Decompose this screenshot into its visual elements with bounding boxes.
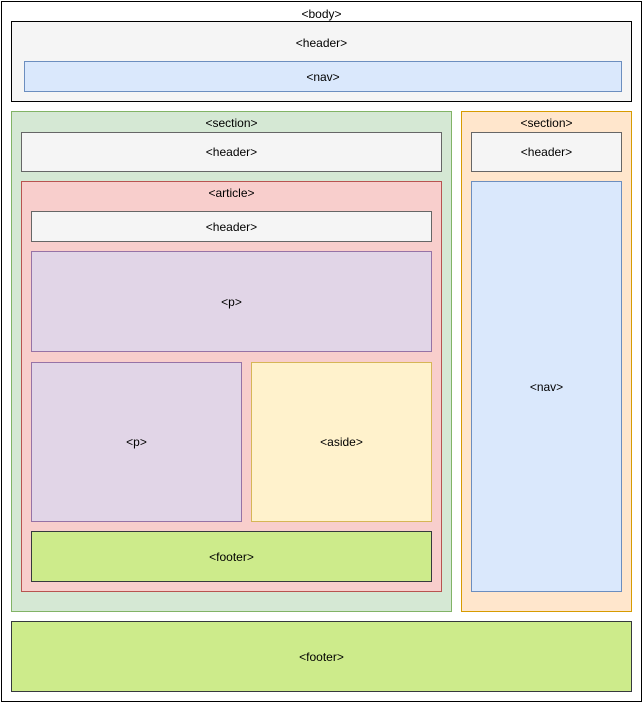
article-label: <article>: [208, 186, 255, 200]
article-p-top-box: <p>: [31, 251, 432, 352]
article-footer-box: <footer>: [31, 531, 432, 582]
body-footer-label: <footer>: [299, 649, 344, 664]
section-side-nav-box: <nav>: [471, 181, 622, 592]
article-p-top-label: <p>: [221, 294, 242, 309]
section-side-label: <section>: [520, 116, 573, 130]
article-aside-label: <aside>: [320, 435, 363, 449]
section-side-nav-label: <nav>: [529, 379, 564, 394]
section-main-header-box: <header>: [21, 132, 442, 172]
article-header-box: <header>: [31, 211, 432, 242]
section-side-header-box: <header>: [471, 132, 622, 172]
body-footer-box: <footer>: [11, 621, 632, 692]
article-p-left-label: <p>: [126, 435, 147, 449]
article-header-label: <header>: [205, 219, 258, 234]
section-main-header-label: <header>: [205, 145, 258, 159]
body-header-label: <header>: [295, 36, 348, 50]
body-nav-label: <nav>: [306, 69, 340, 84]
body-label: <body>: [301, 7, 342, 21]
article-p-left-box: <p>: [31, 362, 242, 522]
body-nav-box: <nav>: [24, 61, 622, 92]
article-aside-box: <aside>: [251, 362, 432, 522]
section-side-header-label: <header>: [520, 145, 573, 159]
article-footer-label: <footer>: [209, 549, 254, 564]
section-main-label: <section>: [205, 116, 258, 130]
